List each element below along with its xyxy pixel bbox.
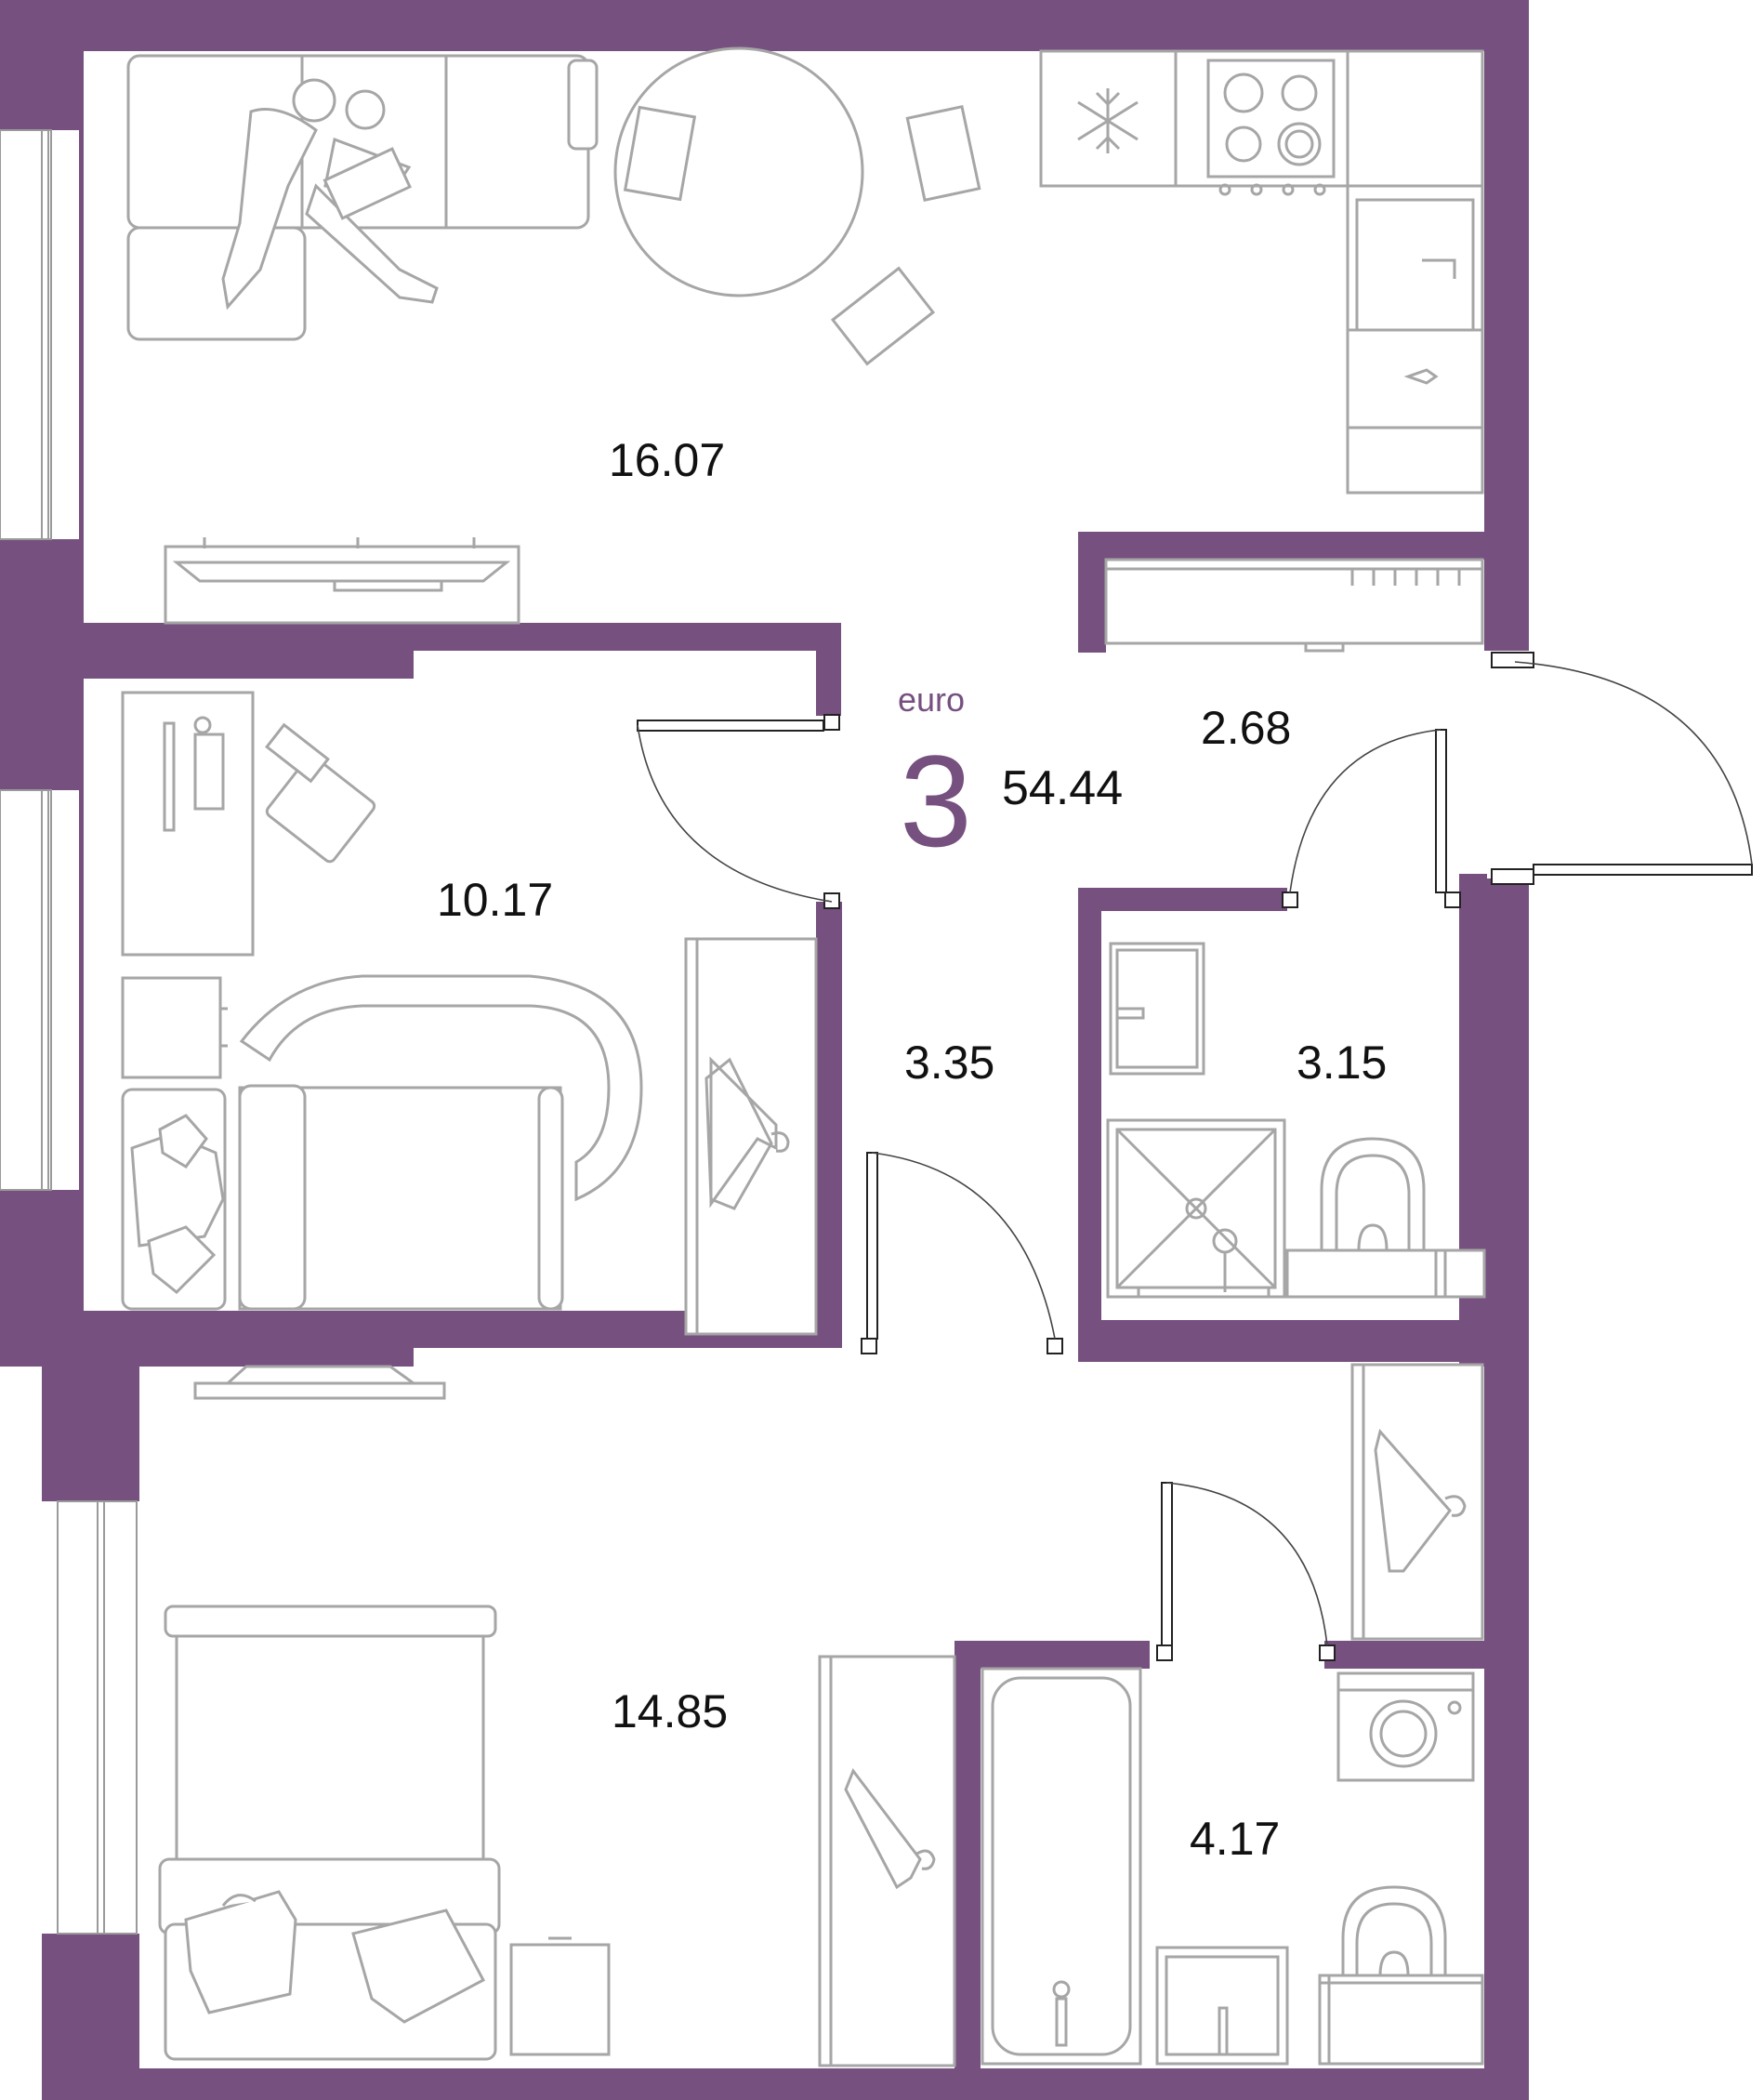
area-label-bedroom-small: 10.17 bbox=[437, 874, 553, 926]
windows bbox=[0, 129, 138, 1935]
cooktop-icon bbox=[1174, 49, 1349, 196]
oven-icon bbox=[1348, 328, 1482, 429]
shoe-cabinet bbox=[1104, 558, 1484, 653]
bed-icon bbox=[121, 974, 643, 1311]
toilet-icon bbox=[1318, 1885, 1484, 2066]
apartment-type-label: euro bbox=[898, 680, 965, 719]
bed-icon bbox=[158, 1605, 501, 2061]
area-label-shower-room: 3.15 bbox=[1297, 1037, 1387, 1089]
sink-icon bbox=[1109, 942, 1205, 1076]
walls bbox=[0, 0, 1529, 2100]
tv-stand-icon bbox=[193, 1365, 446, 1400]
toilet-icon bbox=[1285, 1137, 1486, 1299]
washing-machine-icon bbox=[1336, 1671, 1475, 1782]
hanger-icon bbox=[704, 1057, 790, 1210]
room-count-label: 3 bbox=[900, 728, 972, 874]
area-label-corridor: 3.35 bbox=[904, 1037, 994, 1089]
area-label-hall-entry: 2.68 bbox=[1201, 702, 1291, 754]
shower-icon bbox=[1106, 1118, 1286, 1299]
bathtub-icon bbox=[981, 1667, 1142, 2066]
total-area-label: 54.44 bbox=[1002, 761, 1123, 815]
wardrobe-icon bbox=[684, 937, 818, 1336]
area-label-living-kitchen: 16.07 bbox=[609, 434, 725, 486]
people-icon bbox=[221, 78, 439, 310]
dining-table-icon bbox=[613, 46, 981, 366]
sink-icon bbox=[1155, 1946, 1289, 2066]
area-label-bedroom-master: 14.85 bbox=[612, 1685, 728, 1737]
wardrobe-icon bbox=[818, 1655, 956, 2067]
sink-icon bbox=[1355, 198, 1475, 332]
wardrobe-icon bbox=[1350, 1363, 1484, 1641]
tv-stand-icon bbox=[164, 537, 520, 625]
fridge-icon bbox=[1039, 49, 1178, 188]
armchair-icon bbox=[265, 722, 376, 864]
doors bbox=[637, 652, 1753, 1661]
desk-icon bbox=[121, 691, 255, 957]
area-label-bathroom: 4.17 bbox=[1190, 1813, 1280, 1865]
nightstand-icon bbox=[509, 1936, 611, 2056]
nightstand-icon bbox=[121, 976, 228, 1079]
